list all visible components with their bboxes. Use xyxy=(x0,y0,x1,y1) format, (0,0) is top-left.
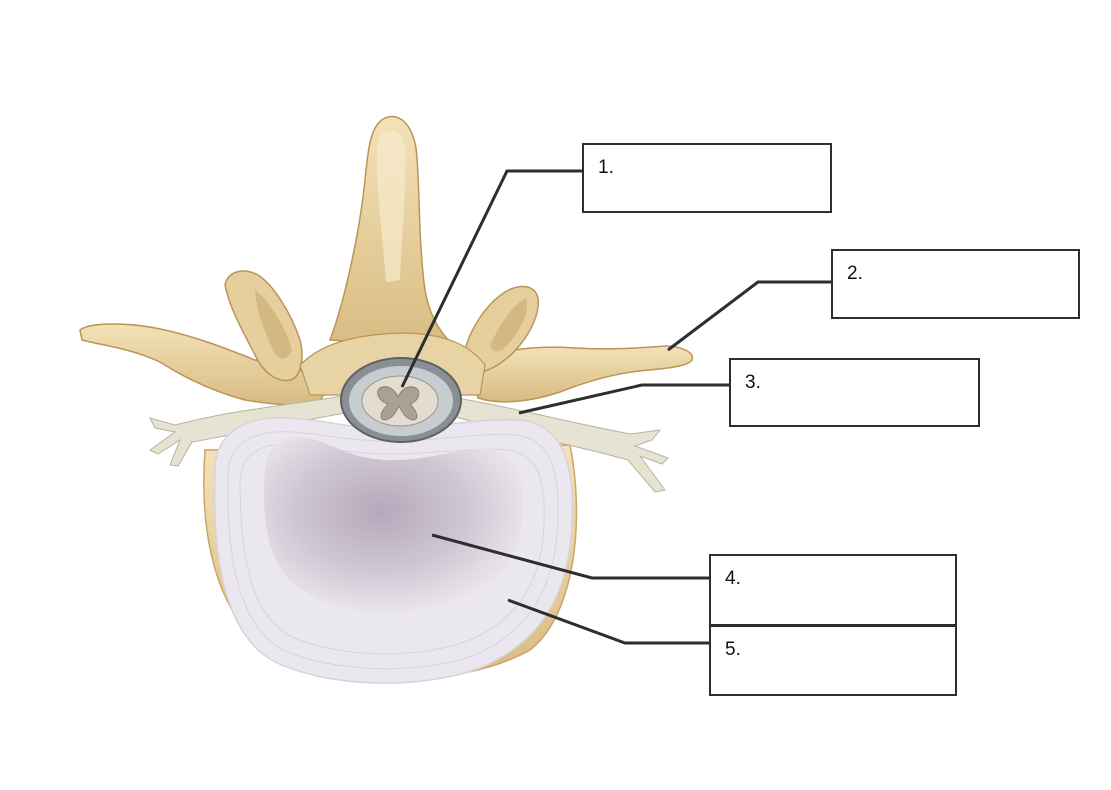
label-box-2[interactable]: 2. xyxy=(831,249,1080,319)
label-box-3[interactable]: 3. xyxy=(729,358,980,427)
left-articular-facet xyxy=(255,290,292,359)
label-number-1: 1. xyxy=(598,157,614,178)
right-transverse-process xyxy=(469,345,694,403)
label-number-2: 2. xyxy=(847,263,863,284)
label-box-5[interactable]: 5. xyxy=(709,625,957,696)
leader-line-1 xyxy=(400,169,582,388)
leader-line-2 xyxy=(667,280,831,352)
leader-line-5 xyxy=(507,598,709,645)
spinous-process-highlight xyxy=(376,130,406,282)
label-box-1[interactable]: 1. xyxy=(582,143,832,213)
label-number-3: 3. xyxy=(745,372,761,393)
annulus-ring-1 xyxy=(227,431,559,670)
right-articular-facet xyxy=(490,298,528,352)
label-number-4: 4. xyxy=(725,568,741,589)
leader-line-3 xyxy=(518,383,729,415)
nucleus-pulposus xyxy=(264,437,523,614)
label-box-4[interactable]: 4. xyxy=(709,554,957,626)
label-number-5: 5. xyxy=(725,639,741,660)
leader-line-4 xyxy=(431,533,709,580)
grey-matter xyxy=(377,386,420,421)
